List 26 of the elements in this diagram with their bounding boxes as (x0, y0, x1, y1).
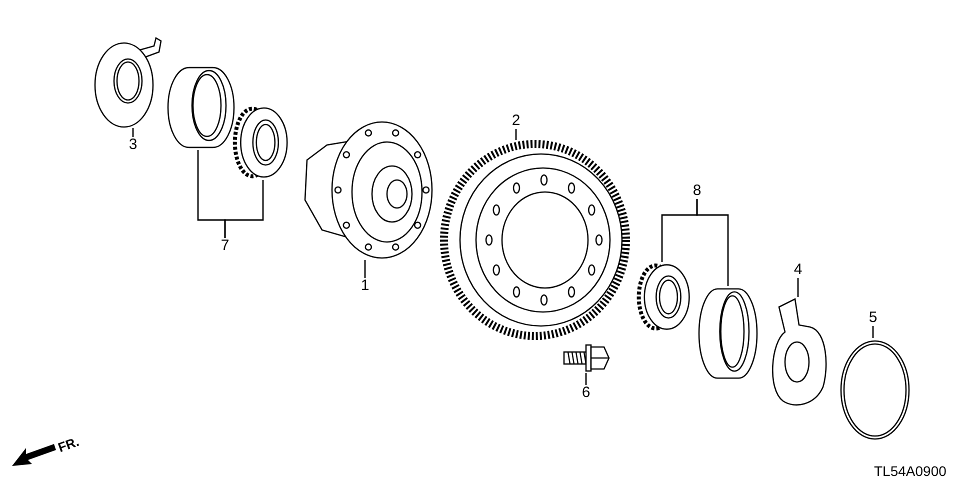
leader-line (224, 180, 264, 238)
leader-line (515, 129, 517, 140)
tab-washer-drawing (92, 35, 162, 128)
leader-line (872, 326, 874, 338)
drawing-code: TL54A0900 (874, 463, 946, 479)
bearing-race-drawing (166, 65, 236, 150)
callout-number: 8 (690, 183, 704, 199)
ring-gear-drawing (440, 140, 630, 340)
leader-line (696, 199, 729, 286)
callout-number: 4 (791, 262, 805, 278)
leader-line (364, 260, 366, 278)
roller-bearing-drawing (232, 105, 290, 180)
direction-label: FR. (56, 434, 81, 456)
snap-ring-drawing (838, 338, 912, 442)
callout-number: 6 (579, 385, 593, 401)
callout-number: 3 (126, 137, 140, 153)
leader-line (585, 373, 587, 385)
bolt-drawing (562, 343, 610, 373)
callout-number: 5 (866, 310, 880, 326)
bearing-race-drawing (697, 286, 759, 381)
leader-line (797, 278, 799, 297)
callout-number: 1 (358, 278, 372, 294)
callout-number: 7 (218, 238, 232, 254)
callout-number: 2 (509, 113, 523, 129)
leader-line (132, 128, 134, 137)
roller-bearing-drawing (636, 262, 692, 332)
